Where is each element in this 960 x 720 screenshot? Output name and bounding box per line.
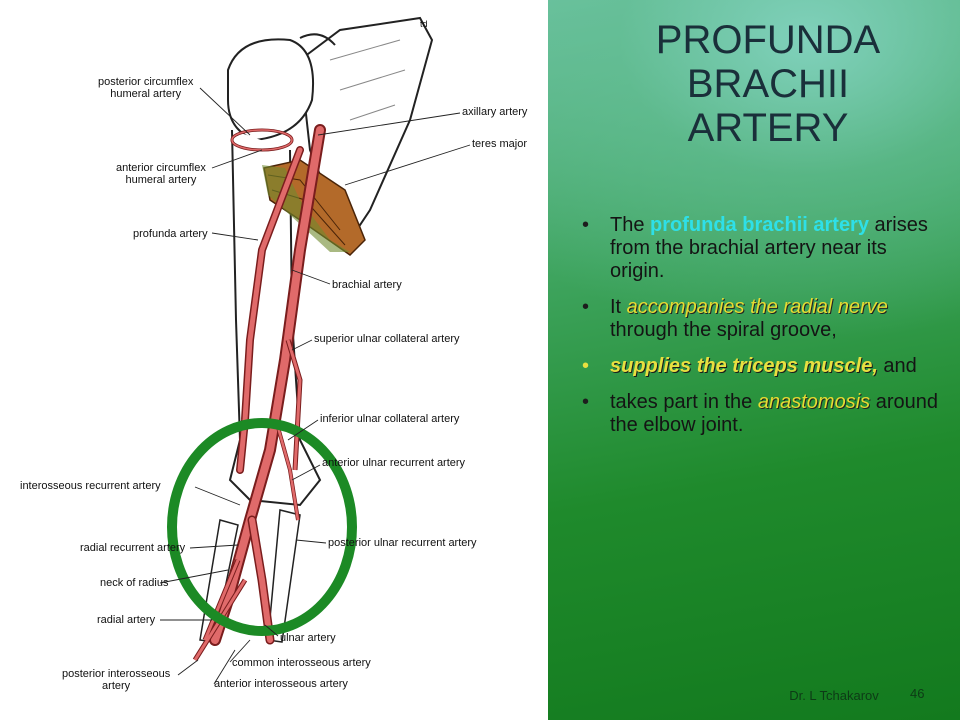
label-profunda-artery: profunda artery — [133, 228, 208, 240]
leader-lines — [159, 87, 471, 685]
bullet-text: profunda brachii artery — [650, 214, 869, 236]
humerus-head — [227, 38, 314, 142]
bullet-dot-icon: • — [582, 391, 590, 413]
label-inferior-ulnar-collateral: inferior ulnar collateral artery — [320, 413, 460, 425]
bullet-text: and — [877, 355, 917, 377]
label-teres-major: teres major — [472, 138, 528, 150]
bullet-item: • supplies the triceps muscle, and — [576, 355, 946, 378]
footer-page-number: 46 — [910, 686, 925, 701]
arm-illustration — [159, 16, 471, 685]
label-radial-artery: radial artery — [97, 614, 156, 626]
label-brachial-artery: brachial artery — [332, 279, 402, 291]
label-axillary-artery: axillary artery — [462, 106, 528, 118]
bullet-item: • takes part in the anastomosis around th… — [576, 391, 946, 437]
label-ulnar-artery: ulnar artery — [280, 632, 336, 644]
label-neck-of-radius: neck of radius — [100, 577, 169, 589]
bullet-list: • The profunda brachii artery arises from… — [576, 214, 946, 450]
bullet-text: supplies the triceps muscle, — [610, 355, 878, 377]
label-common-interosseous: common interosseous artery — [232, 657, 371, 669]
slide-title: PROFUNDA BRACHII ARTERY — [655, 18, 881, 150]
bullet-text: It — [610, 296, 627, 318]
label-superior-ulnar-collateral: superior ulnar collateral artery — [314, 333, 460, 345]
bullet-text: The — [610, 214, 651, 236]
bullet-dot-icon: • — [582, 355, 590, 377]
label-anterior-circumflex: anterior circumflex humeral artery — [116, 162, 206, 186]
bullet-item: • The profunda brachii artery arises from… — [576, 214, 946, 283]
figure-corner-mark: td — [420, 19, 428, 29]
ulna — [267, 509, 301, 643]
label-posterior-circumflex: posterior circumflex humeral artery — [98, 76, 194, 100]
anastomosis-ring — [167, 418, 357, 636]
label-posterior-interosseous: posterior interosseous artery — [62, 668, 171, 692]
bullet-item: • It accompanies the radial nerve through… — [576, 296, 946, 342]
bullet-text: around the elbow joint. — [610, 391, 938, 436]
bullet-text: through the spiral groove, — [610, 319, 837, 341]
label-posterior-ulnar-recurrent: posterior ulnar recurrent artery — [328, 537, 477, 549]
bullet-dot-icon: • — [582, 214, 590, 236]
label-radial-recurrent: radial recurrent artery — [80, 542, 186, 554]
label-anterior-interosseous: anterior interosseous artery — [214, 678, 348, 690]
label-anterior-ulnar-recurrent: anterior ulnar recurrent artery — [322, 457, 466, 469]
footer-author: Dr. L Tchakarov — [789, 688, 879, 703]
slide-text-panel: PROFUNDA BRACHII ARTERY • The profunda br… — [548, 0, 960, 720]
bullet-text: arises from the brachial artery near its… — [610, 214, 928, 282]
bullet-text: anastomosis — [757, 391, 871, 413]
bullet-text: accompanies the radial nerve — [626, 296, 888, 318]
anatomy-figure: td posterior circumflex humeral artery a… — [20, 16, 528, 692]
bullet-text: takes part in the — [610, 391, 758, 413]
bullet-dot-icon: • — [582, 296, 590, 318]
label-interosseous-recurrent: interosseous recurrent artery — [20, 480, 161, 492]
